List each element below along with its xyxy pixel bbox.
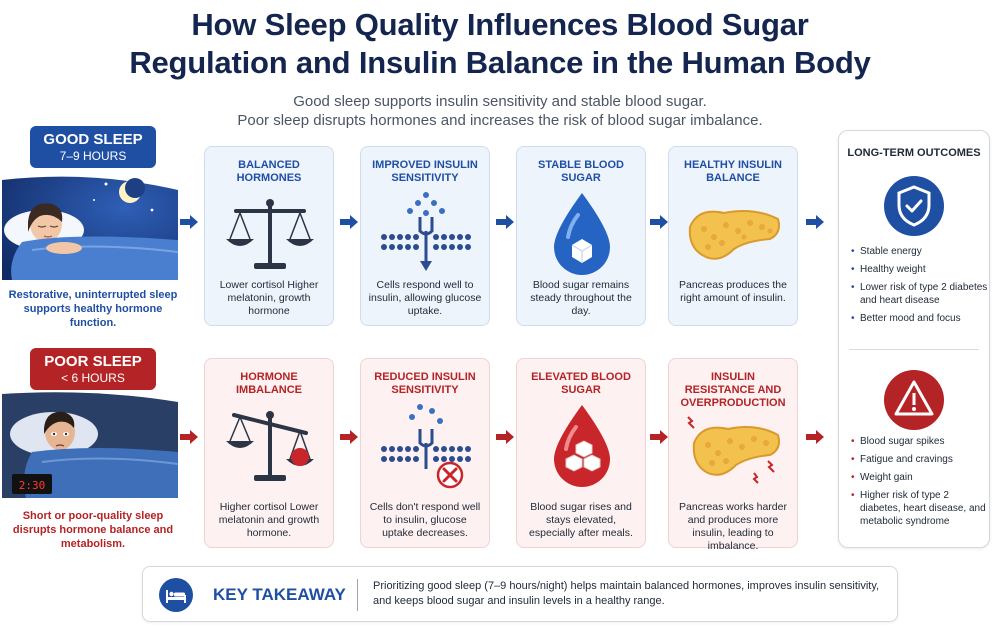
bed-icon: [159, 578, 193, 612]
good-sleep-badge-hours: 7–9 HOURS: [59, 149, 127, 163]
card-description: Pancreas produces the right amount of in…: [679, 279, 787, 304]
arrow-right-icon: [340, 430, 358, 444]
card-stable-blood-sugar: STABLE BLOOD SUGAR Blood sugar remains s…: [516, 146, 646, 326]
long-term-outcomes-panel: LONG-TERM OUTCOMES Stable energy Healthy…: [838, 130, 990, 548]
key-takeaway-text: Prioritizing good sleep (7–9 hours/night…: [373, 580, 880, 607]
poor-sleep-badge-hours: < 6 HOURS: [61, 371, 125, 385]
good-sleep-badge-title: GOOD SLEEP: [43, 131, 143, 148]
card-description: Blood sugar remains steady throughout th…: [530, 279, 632, 317]
arrow-right-icon: [496, 430, 514, 444]
arrow-right-icon: [806, 430, 824, 444]
arrow-right-icon: [340, 215, 358, 229]
good-outcomes-list: Stable energy Healthy weight Lower risk …: [851, 245, 989, 330]
list-item: Better mood and focus: [851, 312, 989, 325]
subtitle-line-2: Poor sleep disrupts hormones and increas…: [237, 112, 763, 129]
key-takeaway-label: KEY TAKEAWAY: [213, 585, 346, 604]
card-elevated-blood-sugar: ELEVATED BLOOD SUGAR Blood sugar rises a…: [516, 358, 646, 548]
card-hormone-imbalance: HORMONE IMBALANCE Higher cortisol Lower …: [204, 358, 334, 548]
list-item: Lower risk of type 2 diabetes and heart …: [851, 281, 989, 307]
shield-check-icon: [883, 175, 945, 237]
insulin-receptor-icon: [376, 191, 476, 277]
poor-sleep-badge-title: POOR SLEEP: [44, 353, 142, 370]
card-title: IMPROVED INSULIN SENSITIVITY: [372, 159, 478, 184]
subtitle-line-1: Good sleep supports insulin sensitivity …: [293, 93, 707, 110]
outcomes-title: LONG-TERM OUTCOMES: [847, 147, 981, 159]
good-sleep-caption: Restorative, uninterrupted sleep support…: [8, 289, 178, 329]
arrow-right-icon: [496, 215, 514, 229]
card-title: BALANCED HORMONES: [236, 159, 302, 184]
scale-icon: [220, 191, 320, 277]
card-title: REDUCED INSULIN SENSITIVITY: [374, 371, 476, 396]
list-item: Blood sugar spikes: [851, 435, 989, 448]
alarm-clock-icon: 2:30: [12, 474, 52, 494]
arrow-right-icon: [650, 215, 668, 229]
pancreas-icon: [684, 191, 784, 277]
key-takeaway-box: KEY TAKEAWAY Prioritizing good sleep (7–…: [142, 566, 898, 622]
card-title: HORMONE IMBALANCE: [236, 371, 302, 396]
divider: [357, 579, 358, 611]
divider: [849, 349, 979, 350]
list-item: Weight gain: [851, 471, 989, 484]
insulin-receptor-icon: [376, 403, 476, 489]
good-sleep-badge: GOOD SLEEP 7–9 HOURS: [30, 126, 156, 168]
pancreas-icon: [684, 403, 784, 489]
poor-outcomes-list: Blood sugar spikes Fatigue and cravings …: [851, 435, 989, 533]
list-item: Stable energy: [851, 245, 989, 258]
card-description: Cells respond well to insulin, allowing …: [368, 279, 482, 317]
blood-drop-icon: [532, 403, 632, 489]
x-mark-icon: [436, 461, 464, 489]
card-reduced-insulin-sensitivity: REDUCED INSULIN SENSITIVITY Cells don't …: [360, 358, 490, 548]
page-subtitle: Good sleep supports insulin sensitivity …: [0, 92, 1000, 130]
arrow-right-icon: [180, 430, 198, 444]
moon-icon: [119, 178, 145, 203]
title-line-2: Regulation and Insulin Balance in the Hu…: [129, 45, 871, 80]
arrow-right-icon: [650, 430, 668, 444]
arrow-right-icon: [806, 215, 824, 229]
card-title: ELEVATED BLOOD SUGAR: [531, 371, 631, 396]
good-sleep-scene: [2, 170, 179, 280]
poor-sleep-scene: 2:30: [2, 388, 179, 498]
card-title: INSULIN RESISTANCE AND OVERPRODUCTION: [680, 371, 786, 409]
card-description: Higher cortisol Lower melatonin and grow…: [218, 501, 320, 539]
card-description: Lower cortisol Higher melatonin, growth …: [219, 279, 319, 317]
card-improved-insulin-sensitivity: IMPROVED INSULIN SENSITIVITY Cells respo…: [360, 146, 490, 326]
page-title: How Sleep Quality Influences Blood Sugar…: [0, 6, 1000, 82]
scale-icon: [220, 403, 320, 489]
arrow-right-icon: [180, 215, 198, 229]
list-item: Fatigue and cravings: [851, 453, 989, 466]
title-line-1: How Sleep Quality Influences Blood Sugar: [191, 7, 809, 42]
list-item: Healthy weight: [851, 263, 989, 276]
alarm-clock-time: 2:30: [19, 479, 46, 492]
card-description: Cells don't respond well to insulin, glu…: [369, 501, 481, 539]
card-description: Pancreas works harder and produces more …: [679, 501, 787, 552]
poor-sleep-caption: Short or poor-quality sleep disrupts hor…: [12, 510, 174, 550]
card-title: STABLE BLOOD SUGAR: [538, 159, 624, 184]
card-title: HEALTHY INSULIN BALANCE: [684, 159, 782, 184]
card-description: Blood sugar rises and stays elevated, es…: [529, 501, 633, 539]
card-balanced-hormones: BALANCED HORMONES Lower cortisol Higher …: [204, 146, 334, 326]
warning-icon: [883, 369, 945, 431]
card-insulin-resistance: INSULIN RESISTANCE AND OVERPRODUCTION Pa…: [668, 358, 798, 552]
card-healthy-insulin-balance: HEALTHY INSULIN BALANCE Pancreas produce…: [668, 146, 798, 326]
poor-sleep-badge: POOR SLEEP < 6 HOURS: [30, 348, 156, 390]
list-item: Higher risk of type 2 diabetes, heart di…: [851, 489, 989, 528]
blood-drop-icon: [532, 191, 632, 277]
